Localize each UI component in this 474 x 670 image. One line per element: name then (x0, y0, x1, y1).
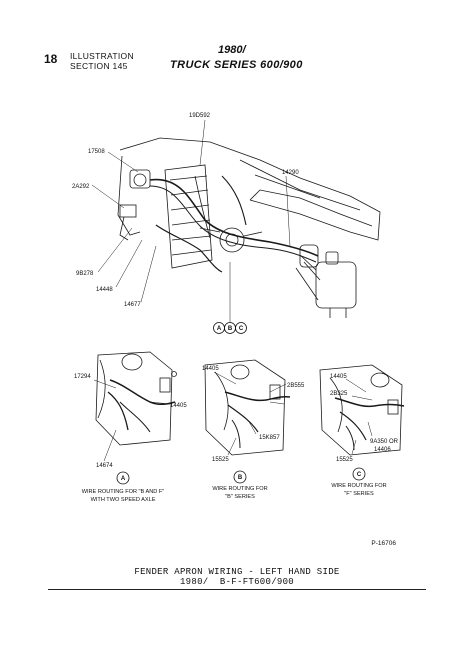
part-2A292: 2A292 (72, 184, 90, 190)
part-15K857: 15K857 (259, 435, 280, 441)
detail-b-caption-2: "B" SERIES (225, 494, 255, 500)
main-circled-callouts: A B C (213, 322, 247, 334)
page-number: 18 (44, 52, 58, 66)
detail-a-caption-1: WIRE ROUTING FOR "B AND F" (82, 489, 165, 495)
detail-b-leaders (213, 371, 287, 456)
detail-a-drawing (95, 351, 177, 446)
part-15525-b: 15525 (212, 457, 229, 463)
callout-a: A (217, 326, 222, 332)
callout-b: B (228, 326, 233, 332)
main-view-drawing (117, 137, 381, 318)
part-17294: 17294 (74, 374, 91, 380)
detail-a-caption-2: WITH TWO SPEED AXLE (91, 497, 156, 503)
part-9B278: 9B278 (76, 271, 94, 277)
part-19D592: 19D592 (189, 113, 211, 119)
detail-b-caption-1: WIRE ROUTING FOR (212, 486, 267, 492)
figure-number: P-16706 (371, 540, 396, 547)
part-17508: 17508 (88, 149, 105, 155)
detail-c-leaders (345, 378, 373, 455)
part-14677: 14677 (124, 302, 141, 308)
main-view-leaders (91, 119, 291, 322)
part-15525-c: 15525 (336, 457, 353, 463)
part-9A350-or: 9A350 OR (370, 439, 399, 445)
footer-title: FENDER APRON WIRING - LEFT HAND SIDE (134, 567, 340, 577)
detail-b-circle: B (238, 475, 243, 481)
part-14405-b: 14405 (202, 366, 219, 372)
detail-a-leaders (93, 379, 171, 462)
part-2B325: 2B325 (330, 391, 348, 397)
part-14405-c: 14405 (330, 374, 347, 380)
illustration-section: ILLUSTRATION SECTION 145 (70, 51, 134, 71)
callout-c: C (239, 326, 244, 332)
part-14674: 14674 (96, 463, 113, 469)
illustration-line-2: SECTION 145 (70, 61, 128, 71)
detail-a-circle: A (121, 476, 126, 482)
part-14290: 14290 (282, 170, 299, 176)
part-14448: 14448 (96, 287, 113, 293)
model-year: 1980/ (218, 44, 246, 56)
part-14406: 14406 (374, 447, 391, 453)
footer-rule (48, 589, 426, 590)
detail-c-caption-2: "F" SERIES (344, 491, 374, 497)
part-2B555: 2B555 (287, 383, 305, 389)
detail-c-caption-1: WIRE ROUTING FOR (331, 483, 386, 489)
illustration-line-1: ILLUSTRATION (70, 51, 134, 61)
footer-model: 1980/ B-F-FT600/900 (179, 577, 295, 587)
detail-b-drawing (204, 359, 291, 456)
detail-c-circle: C (357, 472, 362, 478)
part-14405-a: 14405 (170, 403, 187, 409)
truck-series-title: TRUCK SERIES 600/900 (170, 59, 303, 71)
